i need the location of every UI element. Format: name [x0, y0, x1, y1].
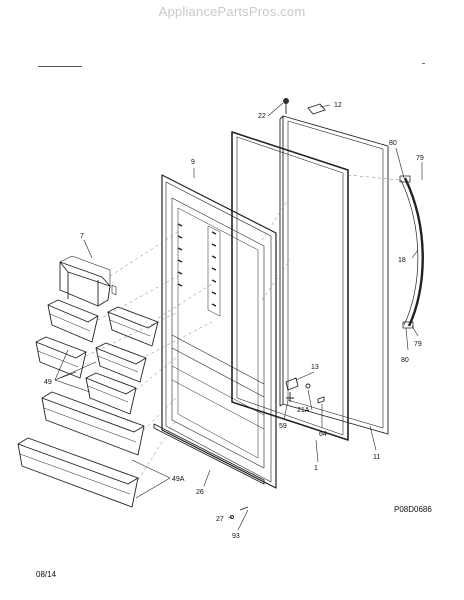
callout-80-bottom: 80: [401, 357, 409, 364]
bottom-trim-strip: [153, 423, 265, 519]
callout-59: 59: [279, 423, 287, 430]
hinge-parts: [285, 377, 325, 404]
hinge-pin-cap: [283, 98, 289, 114]
watermark: AppliancePartsPros.com: [158, 4, 306, 19]
callout-80-top: 80: [389, 140, 397, 147]
callout-22: 22: [258, 113, 266, 120]
door-gasket: [231, 131, 349, 441]
callout-49a: 49A: [172, 476, 185, 483]
door-bin-large: [17, 391, 145, 508]
door-bin-dairy: [59, 255, 117, 307]
revision-date: 08/14: [36, 570, 57, 579]
callout-13: 13: [311, 364, 319, 371]
callout-27: 27: [216, 516, 224, 523]
hinge-cover: [307, 103, 326, 115]
callout-18: 18: [398, 257, 406, 264]
callout-49: 49: [44, 379, 52, 386]
callout-labels: 22 12 80 79 9 7 18 79 80 13 21A 59 64 11…: [44, 102, 424, 540]
callout-93: 93: [232, 533, 240, 540]
alignment-lines: [85, 174, 401, 481]
diagram-code: P08D0686: [394, 505, 432, 514]
door-handle: [399, 175, 424, 329]
leader-lines: [54, 102, 423, 531]
callout-12: 12: [334, 102, 342, 109]
callout-11: 11: [373, 454, 380, 461]
callout-1: 1: [314, 465, 318, 472]
header-tick: [422, 63, 425, 64]
callout-79-top: 79: [416, 155, 424, 162]
door-bin-small: [35, 299, 159, 415]
callout-64: 64: [319, 431, 327, 438]
callout-7: 7: [80, 233, 84, 240]
callout-26: 26: [196, 489, 204, 496]
callout-79-bottom: 79: [414, 341, 422, 348]
callout-9: 9: [191, 159, 195, 166]
inner-door-liner: [161, 174, 277, 489]
outer-door-panel: [279, 115, 389, 435]
header-rule: [38, 66, 82, 67]
callout-21a: 21A: [297, 407, 310, 414]
